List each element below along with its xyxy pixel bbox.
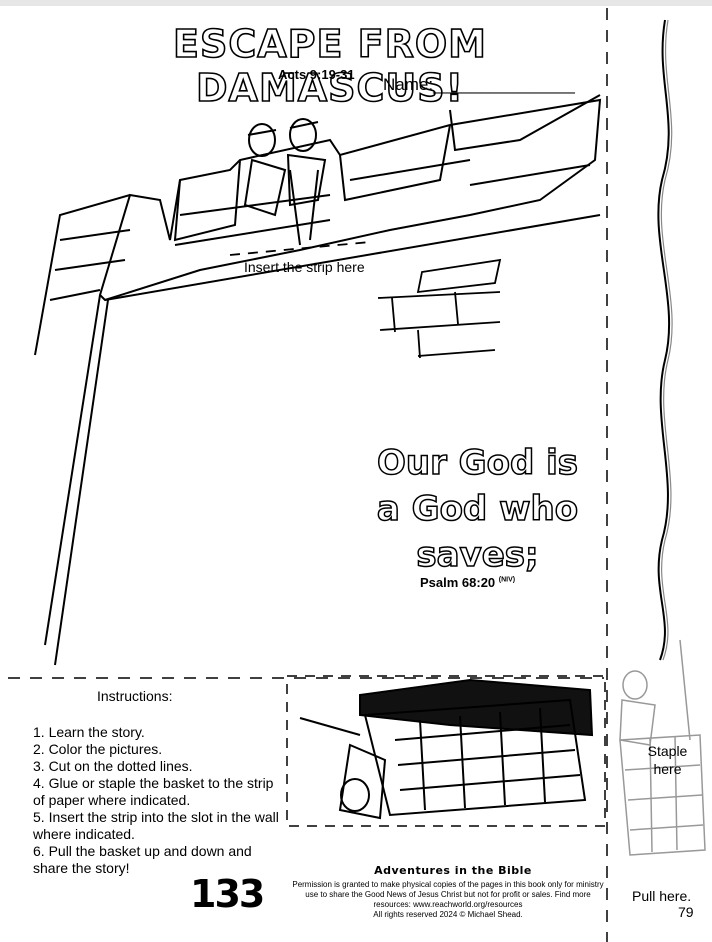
instruction-step: 6. Pull the basket up and down and share… (33, 843, 252, 876)
memory-verse: Our God is a God who saves; (360, 440, 595, 578)
verse-version: (NIV) (498, 576, 516, 584)
verse-reference: Psalm 68:20 (NIV) (420, 575, 515, 590)
name-field-label: Name:_______________ (383, 75, 575, 94)
instructions-title: Instructions: (97, 688, 173, 704)
instruction-step: 1. Learn the story. (33, 724, 145, 740)
page-number: 133 (190, 872, 265, 916)
pull-strip-edge (657, 19, 671, 661)
insert-strip-label: Insert the strip here (244, 259, 365, 275)
instruction-step: 3. Cut on the dotted lines. (33, 758, 193, 774)
verse-reference-text: Psalm 68:20 (420, 575, 496, 590)
men-on-wall-drawing (243, 118, 327, 246)
rights-text: All rights reserved 2024 © Michael Shead… (373, 910, 523, 919)
top-bar (0, 0, 712, 6)
page-title: ESCAPE FROM DAMASCUS! (172, 21, 487, 111)
staple-here-label: Staple here (647, 743, 688, 777)
basket-drawing (299, 678, 594, 820)
pull-here-label: Pull here. (632, 888, 692, 904)
verse-line-2: a God who (376, 488, 579, 530)
strip-page-number: 79 (678, 904, 694, 920)
verse-line-1: Our God is (376, 442, 579, 484)
instructions-list: 1. Learn the story. 2. Color the picture… (33, 724, 283, 877)
instruction-step: 4. Glue or staple the basket to the stri… (33, 775, 274, 808)
wall-slot-drawing (229, 241, 502, 359)
permission-text: Permission is granted to make physical c… (292, 880, 604, 909)
strip-basket-sample (619, 639, 706, 856)
series-brand: Adventures in the Bible (374, 864, 532, 877)
instruction-step: 5. Insert the strip into the slot in the… (33, 809, 279, 842)
verse-line-3: saves; (416, 534, 540, 576)
instruction-step: 2. Color the pictures. (33, 741, 163, 757)
permission-notice: Permission is granted to make physical c… (290, 880, 606, 920)
city-wall-drawing (34, 94, 602, 666)
scripture-reference: Acts 9:19-31 (278, 67, 355, 82)
